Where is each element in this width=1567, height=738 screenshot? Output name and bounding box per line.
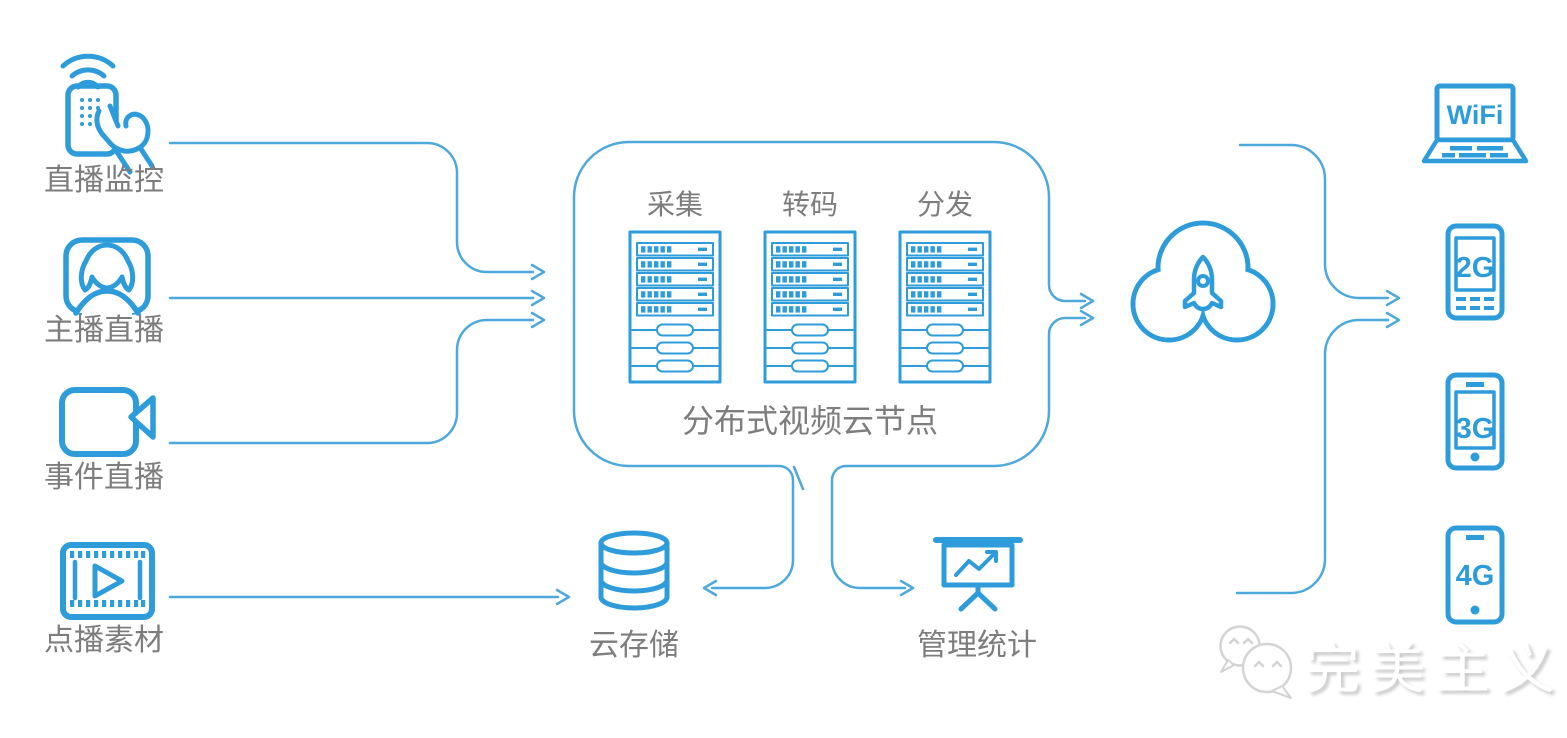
node-title: 分布式视频云节点: [682, 403, 938, 439]
anchor-avatar-icon: [63, 237, 151, 318]
source-label-vod: 点播素材: [44, 624, 164, 657]
smartphone-4g-icon: [1445, 525, 1505, 625]
arrowhead-to-cloud-1: [1079, 292, 1095, 310]
stage-label-distribute: 分发: [917, 189, 973, 220]
presentation-chart-icon: [933, 537, 1023, 612]
device-label-4g: 4G: [1456, 560, 1495, 592]
arrowhead: [530, 263, 546, 281]
stats-label: 管理统计: [917, 629, 1037, 662]
arrowhead: [1385, 311, 1401, 329]
remote-keypad-dots: [80, 98, 100, 126]
flow-line-monitor: [168, 141, 535, 274]
box-outline-lower: [830, 316, 1087, 590]
flow-line-event: [168, 318, 535, 445]
laptop-icon: [1421, 83, 1529, 164]
cloud-node-box: [572, 140, 1095, 597]
flow-lines-left: [168, 141, 571, 606]
arrowhead: [530, 289, 546, 307]
source-label-anchor: 主播直播: [44, 314, 164, 347]
arrowhead-up-tick: [792, 465, 805, 491]
flow-line-to-devices-lower: [1235, 318, 1390, 595]
server-rack-transcode: [763, 230, 857, 384]
device-label-2g: 2G: [1456, 252, 1495, 284]
watermark-text: 完美主义: [1305, 638, 1566, 700]
source-label-monitor: 直播监控: [44, 164, 164, 197]
box-outline-upper: [572, 140, 1087, 590]
video-camera-icon: [59, 387, 156, 457]
feature-phone-icon: [1445, 223, 1505, 321]
flow-lines-right: [1235, 143, 1401, 595]
smartphone-3g-icon: [1445, 372, 1505, 471]
device-label-3g: 3G: [1456, 413, 1495, 445]
server-rack-distribute: [898, 230, 992, 384]
wechat-logo-icon: [1219, 625, 1293, 699]
arrowhead: [555, 588, 571, 606]
database-icon: [598, 530, 670, 611]
arrowhead: [1385, 289, 1401, 307]
arrowhead-to-storage: [702, 579, 718, 597]
film-sprocket-holes: [70, 551, 146, 607]
remote-control-hand-icon: [60, 53, 155, 175]
arrowhead: [530, 311, 546, 329]
storage-label: 云存储: [589, 629, 679, 662]
arrowhead-to-cloud-2: [1079, 309, 1095, 327]
film-strip-icon: [60, 542, 155, 620]
stage-label-collect: 采集: [647, 189, 703, 220]
server-rack-collect: [628, 230, 722, 384]
device-label-wifi: WiFi: [1447, 100, 1504, 130]
arrowhead-to-stats: [899, 579, 915, 597]
cloud-rocket-icon: [1130, 220, 1276, 343]
stage-label-transcode: 转码: [782, 189, 838, 220]
flow-line-to-devices-upper: [1238, 143, 1390, 300]
source-label-event: 事件直播: [44, 461, 164, 494]
